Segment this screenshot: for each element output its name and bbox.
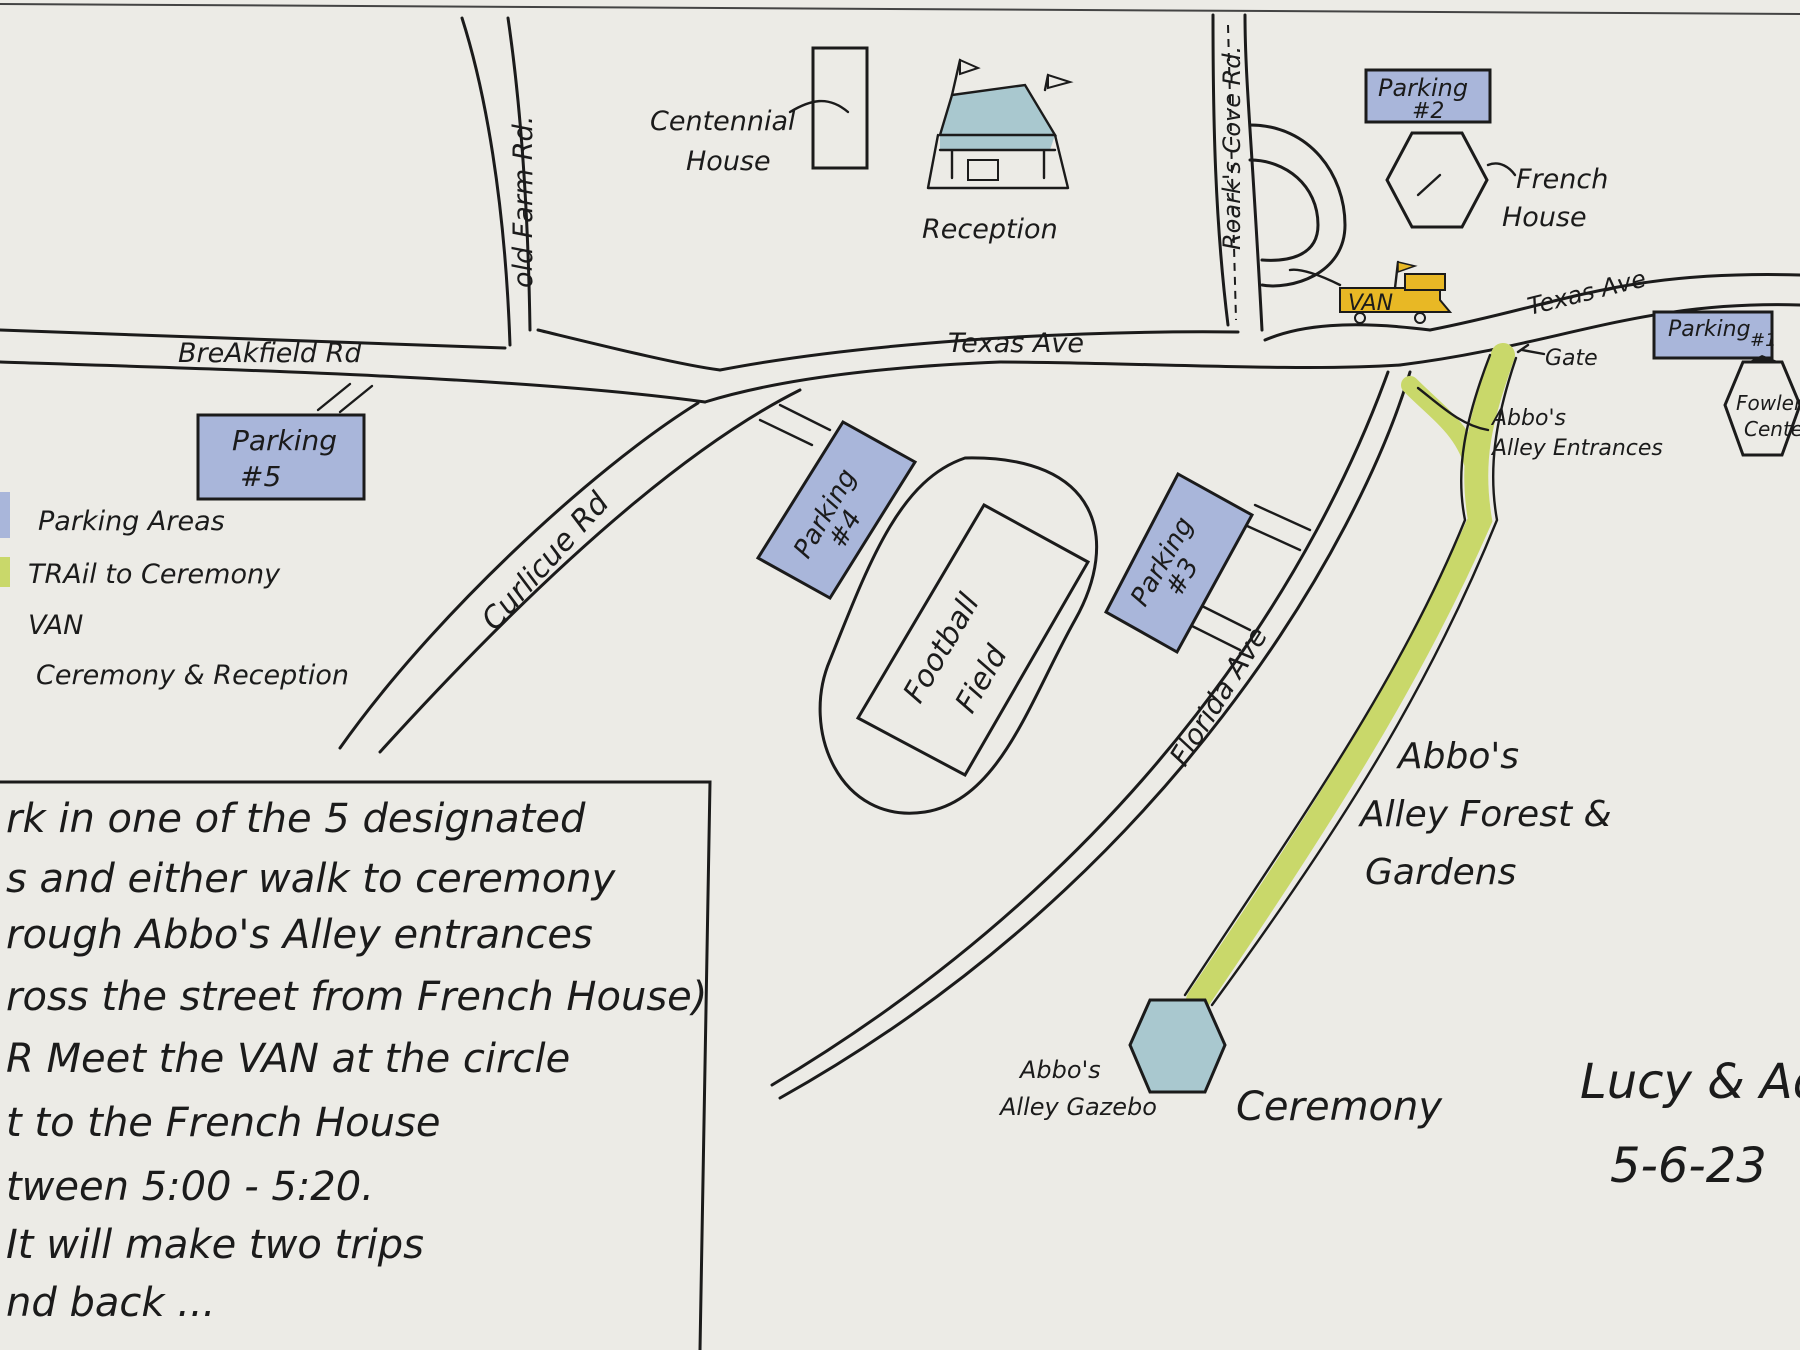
parking-5-label-line1: Parking xyxy=(232,424,337,457)
signature-names: Lucy & Ad xyxy=(1580,1054,1800,1110)
reception-tent: Reception xyxy=(922,58,1074,245)
forest-label-3: Gardens xyxy=(1365,852,1516,893)
centennial-house: Centennial House xyxy=(650,46,869,177)
gazebo-label-1: Abbo's xyxy=(1018,1056,1101,1084)
centennial-house-label-2: House xyxy=(686,146,771,177)
note-line-5: R Meet the VAN at the circle xyxy=(6,1036,570,1082)
legend-label-parking: Parking Areas xyxy=(38,506,225,537)
entrances-label-2: Alley Entrances xyxy=(1490,436,1663,461)
gazebo[interactable]: Abbo's Alley Gazebo Ceremony xyxy=(998,998,1443,1130)
french-house: French House xyxy=(1385,131,1608,233)
parking-2-label-line2: #2 xyxy=(1412,99,1444,124)
note-line-7: tween 5:00 - 5:20. xyxy=(6,1164,374,1210)
parking-lot-4[interactable]: Parking #4 xyxy=(755,419,918,601)
note-line-2: s and either walk to ceremony xyxy=(6,856,617,902)
legend-label-van: VAN xyxy=(28,610,83,641)
legend: Parking Areas TRAil to Ceremony VAN Cere… xyxy=(0,492,349,691)
parking-1-label-line1: Parking xyxy=(1668,317,1751,342)
note-line-3: rough Abbo's Alley entrances xyxy=(6,912,593,958)
french-house-label-2: House xyxy=(1502,202,1587,233)
road-label-breakfield: BreAkfield Rd xyxy=(178,338,362,369)
gate-label: Gate xyxy=(1545,346,1598,371)
note-line-6: t to the French House xyxy=(6,1100,440,1146)
gate: Gate xyxy=(1516,343,1598,371)
signature-date: 5-6-23 xyxy=(1610,1138,1767,1194)
french-house-label-1: French xyxy=(1516,164,1608,195)
legend-label-venue: Ceremony & Reception xyxy=(36,660,349,691)
note-line-1: rk in one of the 5 designated xyxy=(6,796,586,842)
parking-5-label-line2: #5 xyxy=(240,460,281,493)
forest-label-2: Alley Forest & xyxy=(1358,794,1612,835)
parking-lot-5[interactable]: Parking #5 xyxy=(196,413,366,501)
directions-note: rk in one of the 5 designated s and eith… xyxy=(0,780,712,1350)
road-label-old-farm: old Farm Rd. xyxy=(508,116,539,288)
fowler-center-label-1: Fowler xyxy=(1736,391,1800,415)
roads xyxy=(0,13,1800,1100)
parking-lot-2[interactable]: Parking #2 xyxy=(1364,68,1492,124)
note-line-9: nd back ... xyxy=(6,1280,215,1326)
fowler-center: Fowler Center xyxy=(1723,355,1800,457)
gazebo-label-2: Alley Gazebo xyxy=(998,1093,1157,1121)
parking-1-label-line2: #1 xyxy=(1750,330,1777,351)
parking-lot-1[interactable]: Parking #1 xyxy=(1652,310,1777,360)
legend-label-trail: TRAil to Ceremony xyxy=(28,559,281,590)
van[interactable]: VAN xyxy=(1288,260,1453,324)
fowler-center-label-2: Center xyxy=(1744,417,1800,441)
signature: Lucy & Ad 5-6-23 xyxy=(1580,1054,1800,1194)
forest-gardens: Abbo's Alley Forest & Gardens xyxy=(1358,736,1612,893)
parking-2-label-line1: Parking xyxy=(1378,74,1468,102)
parking-lot-3[interactable]: Parking #3 xyxy=(1103,471,1255,655)
entrances-label-1: Abbo's xyxy=(1490,406,1566,431)
alley-entrances: Abbo's Alley Entrances xyxy=(1416,386,1663,461)
note-line-8: It will make two trips xyxy=(6,1222,424,1268)
road-label-roarks-cove: Roark's Cove Rd. xyxy=(1218,46,1246,250)
note-line-4: ross the street from French House) xyxy=(6,974,707,1020)
ceremony-label: Ceremony xyxy=(1236,1084,1443,1130)
centennial-house-label-1: Centennial xyxy=(650,106,796,137)
forest-label-1: Abbo's xyxy=(1396,736,1519,777)
road-label-texas-ave-1: Texas Ave xyxy=(948,328,1084,359)
reception-label: Reception xyxy=(922,214,1058,245)
van-label: VAN xyxy=(1348,291,1393,316)
